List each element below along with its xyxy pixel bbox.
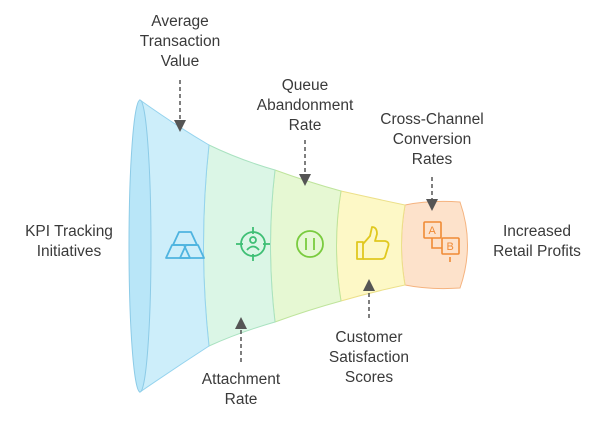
pause-circle-icon <box>296 230 324 258</box>
svg-text:B: B <box>447 241 454 253</box>
funnel-stage-5 <box>401 200 468 290</box>
funnel-stage-4 <box>336 190 406 302</box>
thumbs-up-icon <box>356 226 390 260</box>
label-customer-satisfaction-scores: Customer Satisfaction Scores <box>328 329 410 386</box>
gold-bars-icon <box>165 231 205 259</box>
output-label: Increased Retail Profits <box>493 223 581 260</box>
label-attachment-rate: Attachment Rate <box>201 371 281 408</box>
label-queue-abandonment-rate: Queue Abandonment Rate <box>256 77 354 134</box>
input-label: KPI Tracking Initiatives <box>25 223 113 260</box>
label-average-transaction-value: Average Transaction Value <box>139 13 221 70</box>
svg-text:A: A <box>429 225 437 237</box>
ab-test-icon: A B <box>423 221 460 262</box>
funnel-mouth <box>128 99 152 393</box>
target-person-icon <box>236 227 270 261</box>
label-cross-channel-conversion-rates: Cross-Channel Conversion Rates <box>380 111 484 168</box>
